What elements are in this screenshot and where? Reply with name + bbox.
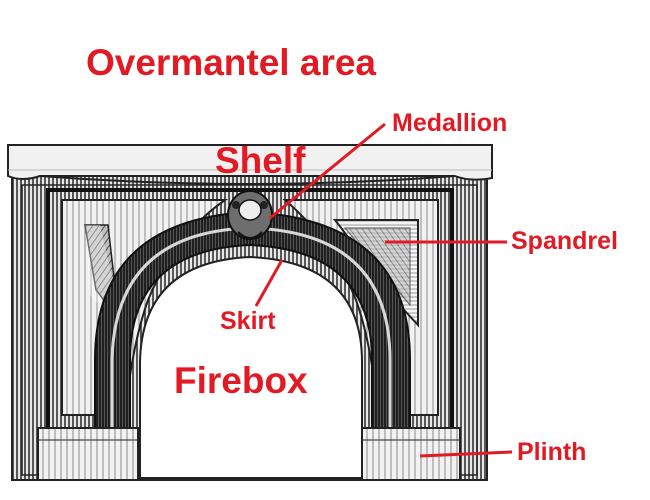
spandrel-label: Spandrel — [511, 227, 618, 255]
medallion-label: Medallion — [392, 109, 508, 137]
medallion-ornament — [227, 190, 273, 240]
mantel-shelf — [7, 144, 493, 185]
skirt-label: Skirt — [220, 307, 276, 335]
shelf-label: Shelf — [215, 140, 306, 181]
plinths — [37, 427, 461, 481]
leader-lines — [254, 122, 513, 458]
overmantel-area-label: Overmantel area — [86, 42, 377, 83]
plinth-label: Plinth — [517, 438, 587, 466]
plinth-leader — [419, 450, 513, 458]
skirt-leader — [254, 259, 284, 307]
firebox-opening — [139, 255, 363, 479]
medallion-leader — [269, 122, 386, 220]
firebox-label: Firebox — [174, 360, 308, 401]
